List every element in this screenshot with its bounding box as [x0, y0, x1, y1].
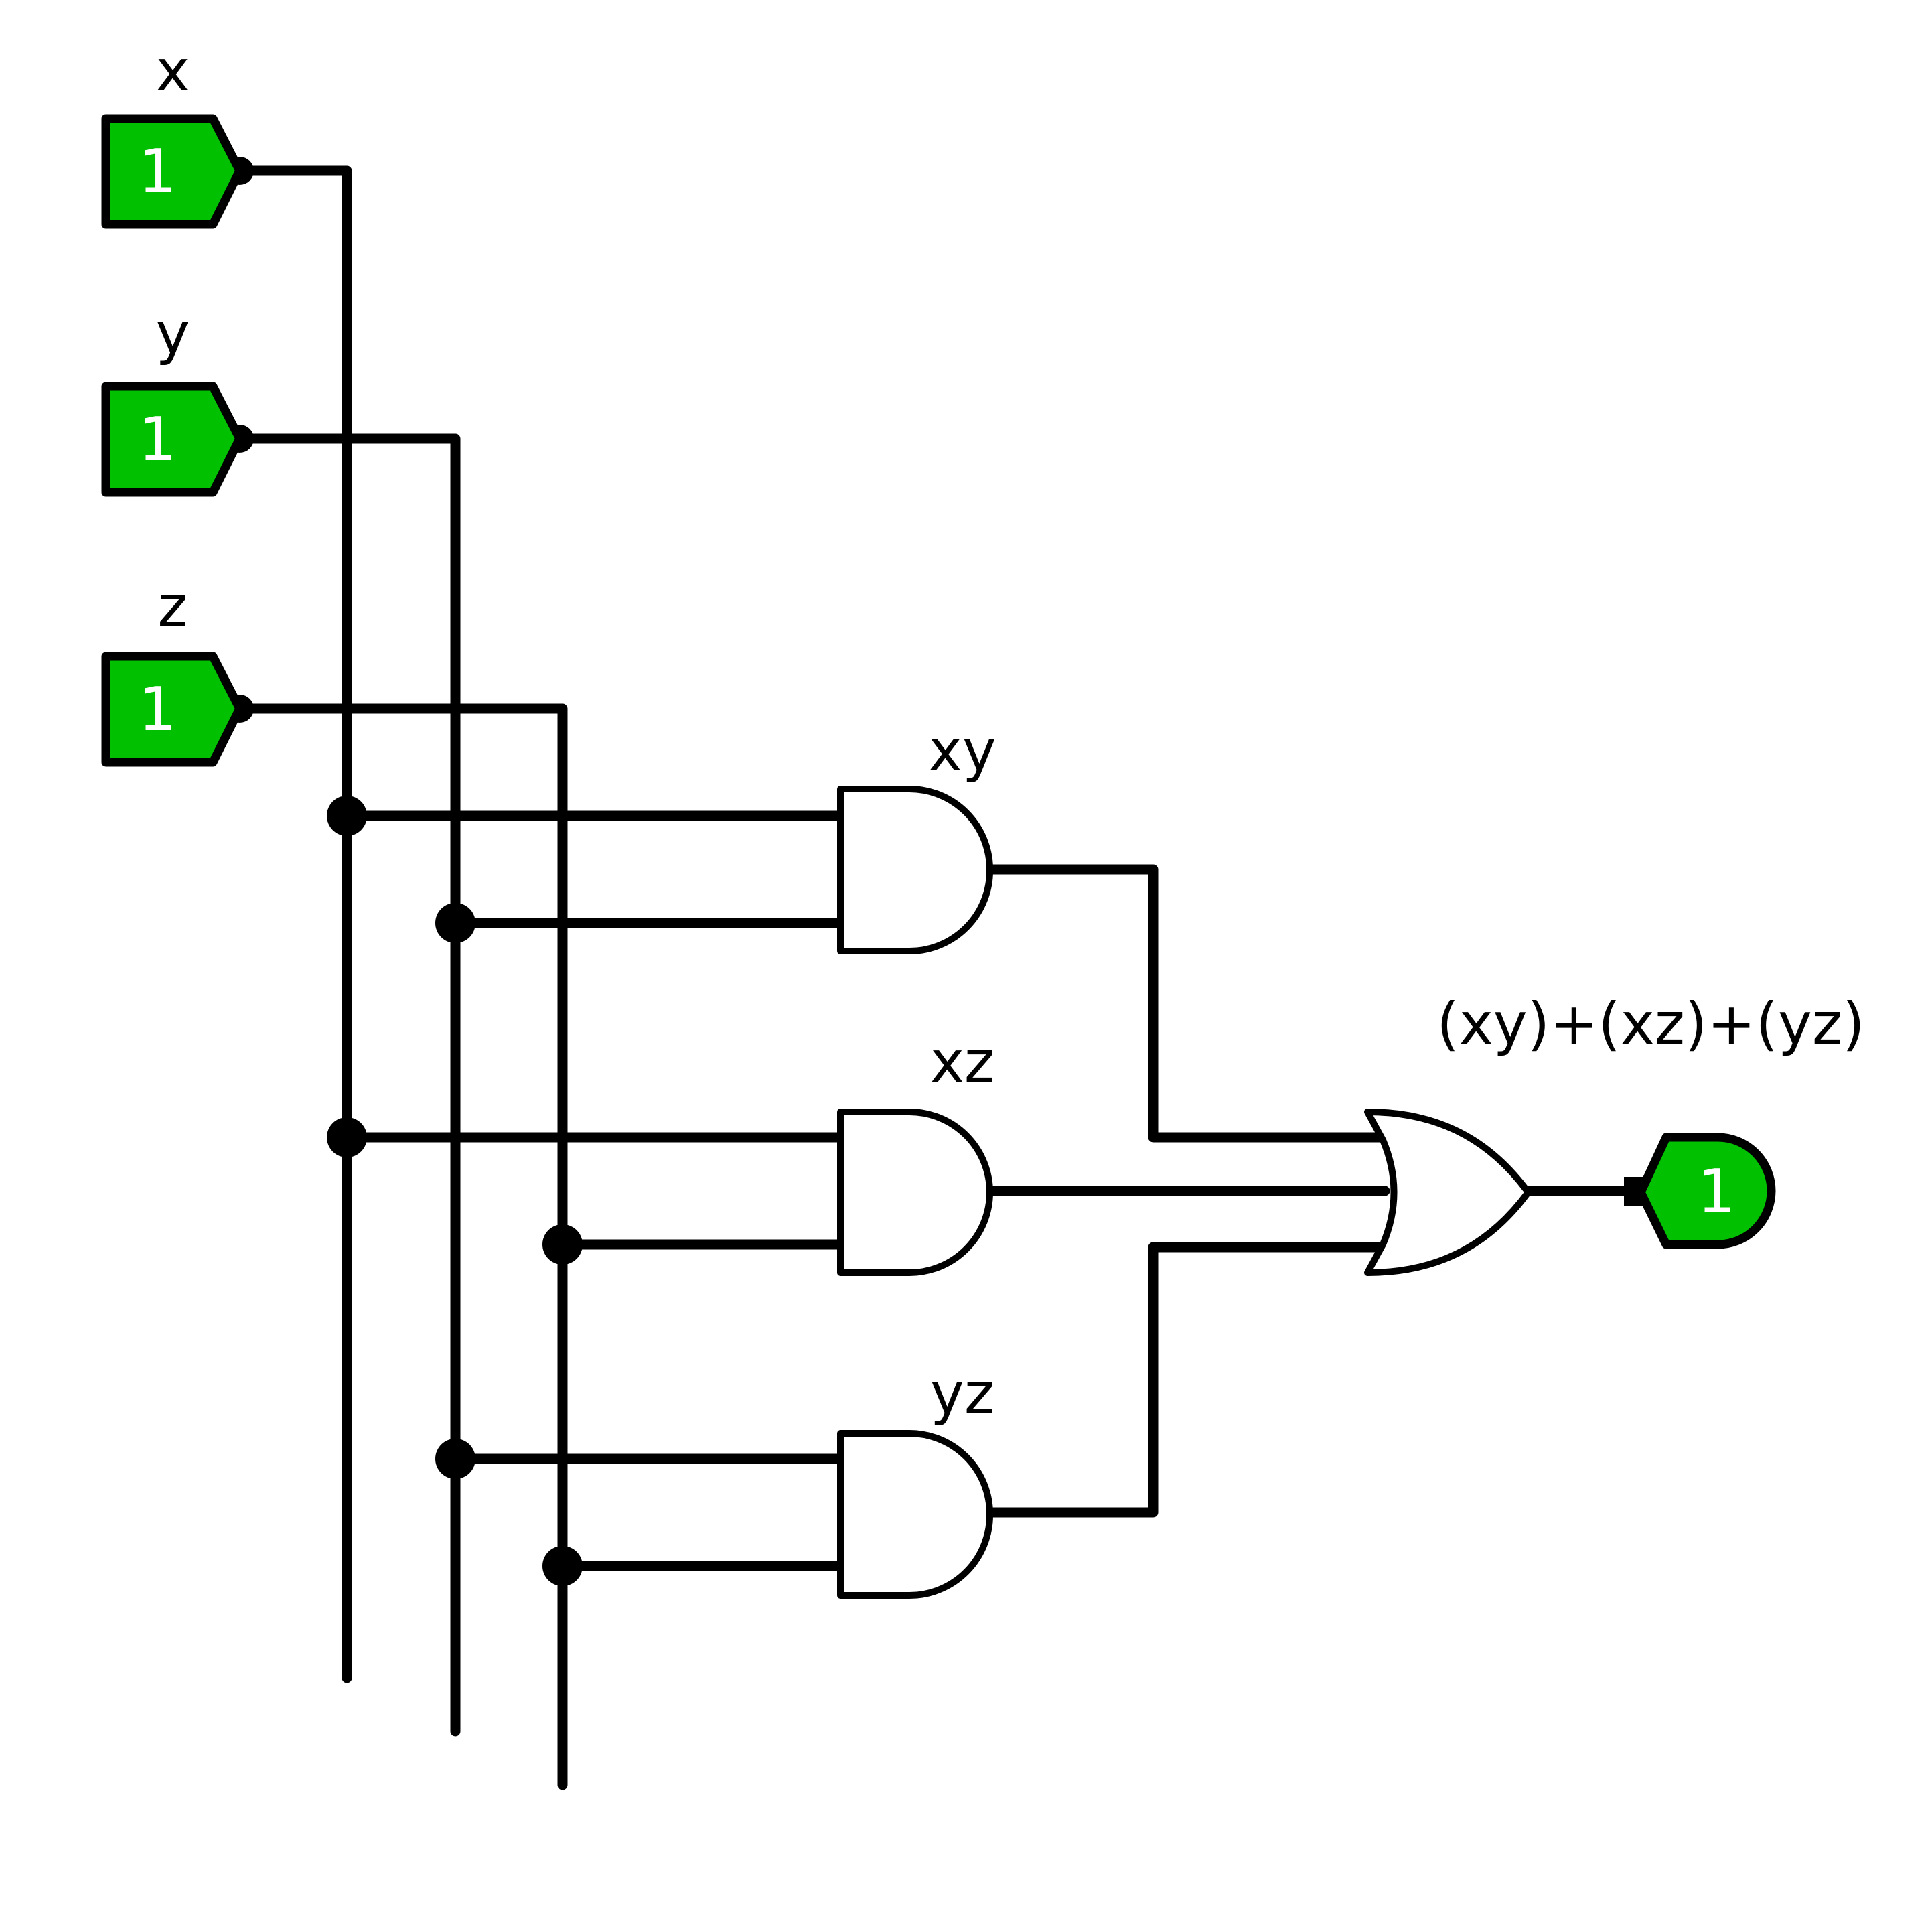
wire-and-xy-to-or — [984, 864, 1388, 1143]
input-label: z — [157, 573, 188, 640]
input-value: 1 — [138, 137, 176, 207]
and-gate-xy[interactable]: xy — [837, 717, 996, 954]
or-gate[interactable] — [1364, 1109, 1532, 1276]
gate-label: xz — [930, 1029, 994, 1096]
and-gate-xz[interactable]: xz — [837, 1029, 994, 1276]
junctions — [226, 157, 583, 1586]
junction-dot — [542, 1546, 583, 1586]
input-pin-y[interactable]: 1 y — [101, 300, 244, 497]
and-gate-yz[interactable]: yz — [837, 1360, 994, 1599]
wire-and-yz-to-or — [984, 1242, 1388, 1518]
output-pin[interactable]: 1 (xy)+(xz)+(yz) — [1436, 991, 1865, 1249]
output-label: (xy)+(xz)+(yz) — [1436, 991, 1864, 1058]
junction-dot — [435, 903, 475, 943]
junction-dot — [435, 1439, 475, 1479]
input-label: y — [156, 300, 190, 367]
gate-label: yz — [930, 1360, 994, 1427]
input-pin-x[interactable]: 1 x — [101, 38, 244, 229]
wire-x-bus — [234, 165, 352, 1683]
junction-dot — [327, 1117, 367, 1157]
input-value: 1 — [138, 674, 176, 745]
wire-z-bus — [234, 703, 568, 1790]
junction-dot — [542, 1224, 583, 1265]
wires — [234, 165, 1649, 1790]
input-pin-z[interactable]: 1 z — [101, 573, 244, 767]
gate-label: xy — [928, 717, 996, 784]
input-label: x — [156, 38, 190, 104]
input-value: 1 — [138, 405, 176, 475]
output-value: 1 — [1697, 1157, 1735, 1227]
junction-dot — [327, 796, 367, 836]
wire-y-bus — [234, 433, 461, 1737]
